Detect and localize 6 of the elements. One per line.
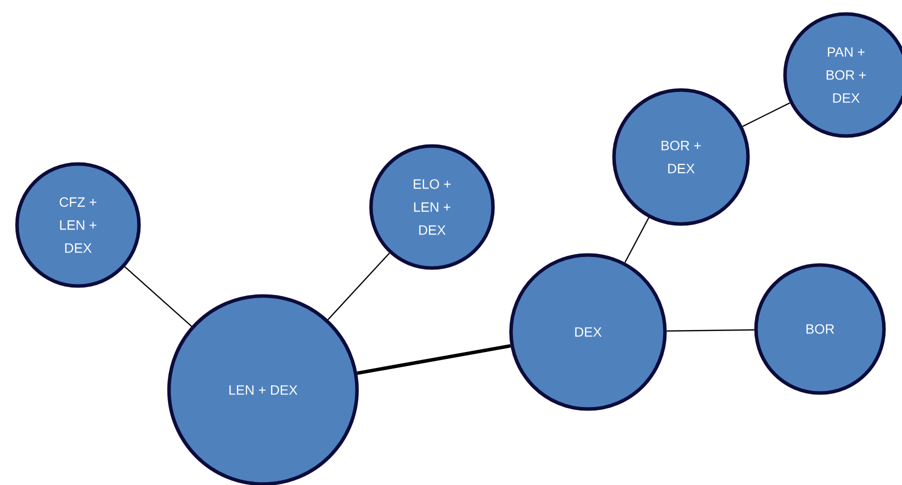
connector-line	[124, 266, 192, 327]
connector-line	[624, 217, 650, 263]
connector-line	[356, 344, 511, 375]
connector-line	[666, 329, 754, 332]
connector-line	[328, 252, 390, 320]
connector-line	[742, 102, 790, 127]
